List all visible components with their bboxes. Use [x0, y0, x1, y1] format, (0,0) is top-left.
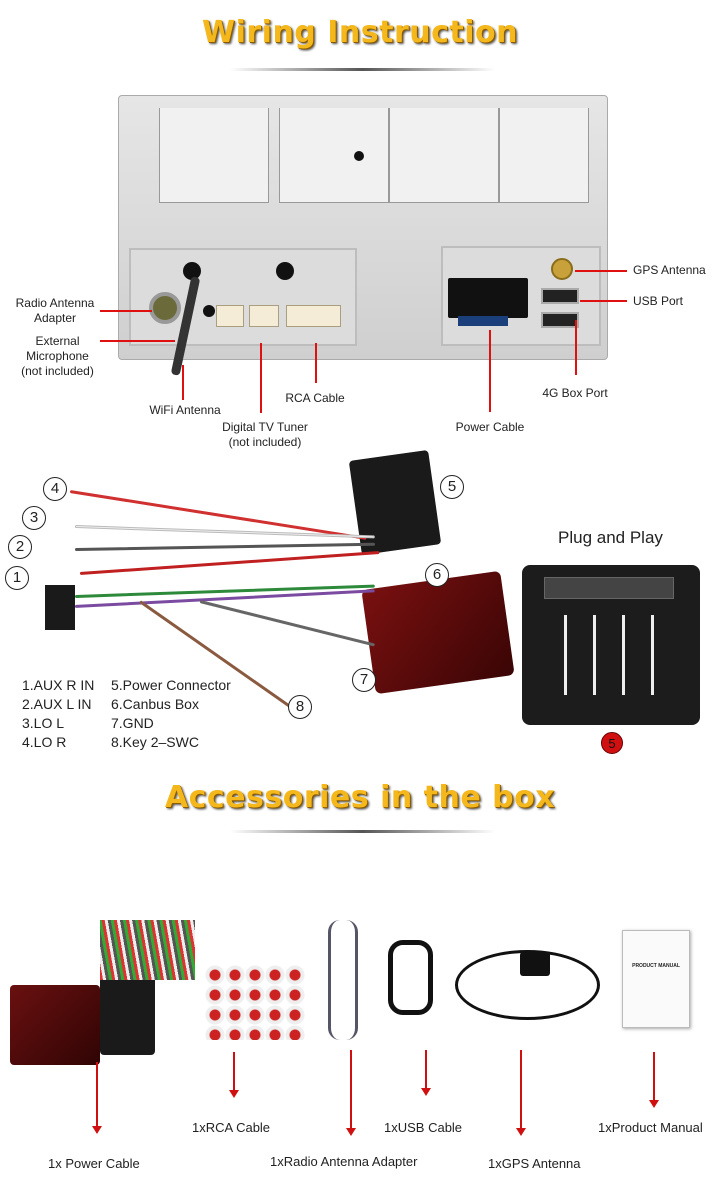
usb-port — [541, 288, 579, 304]
legend-item: 5.Power Connector — [111, 677, 231, 693]
vent-slot — [159, 108, 269, 203]
label-wifi: WiFi Antenna — [149, 403, 221, 417]
mic-jack — [203, 305, 215, 317]
manual-cover-text: PRODUCT MANUAL — [632, 963, 680, 969]
label-ext-mic-text: External Microphone — [26, 334, 89, 363]
power-connector-image — [100, 975, 155, 1055]
legend-right: 5.Power Connector 6.Canbus Box 7.GND 8.K… — [111, 676, 231, 752]
legend-item: 7.GND — [111, 715, 154, 731]
legend-item: 8.Key 2–SWC — [111, 734, 199, 750]
callout-4: 4 — [43, 477, 67, 501]
label-dtv-text: Digital TV Tuner — [222, 420, 308, 434]
pointer-line — [182, 365, 184, 400]
callout-3: 3 — [22, 506, 46, 530]
usb-cable-image — [388, 940, 433, 1015]
callout-2: 2 — [8, 535, 32, 559]
left-port-recess — [129, 248, 357, 346]
radio-antenna-adapter-image — [328, 920, 358, 1040]
gps-antenna-image — [455, 950, 600, 1020]
hole — [276, 262, 294, 280]
label-ext-mic: External Microphone(not included) — [5, 334, 110, 379]
power-cable-wires — [100, 920, 195, 980]
iso-plug — [45, 585, 75, 630]
radio-antenna-socket — [149, 292, 181, 324]
rca-cable-image — [205, 965, 305, 1040]
accessory-power-cable: 1x Power Cable — [48, 1156, 140, 1171]
pointer-line — [489, 330, 491, 412]
hole — [183, 262, 201, 280]
arrow-down-icon — [229, 1052, 239, 1098]
tv-connector — [249, 305, 279, 327]
arrow-down-icon — [346, 1050, 356, 1136]
power-socket-tab — [458, 316, 508, 326]
title-divider — [230, 830, 495, 833]
right-port-recess — [441, 246, 601, 346]
title-divider — [230, 68, 495, 71]
canbus-box-image — [10, 985, 100, 1065]
label-power: Power Cable — [455, 420, 525, 434]
wifi-connector — [216, 305, 244, 327]
canbus-box — [361, 570, 515, 695]
accessories-title: Accessories in the box — [164, 780, 556, 815]
arrow-down-icon — [92, 1062, 102, 1134]
arrow-down-icon — [649, 1052, 659, 1108]
label-dtv: Digital TV Tuner(not included) — [210, 420, 320, 450]
arrow-down-icon — [421, 1050, 431, 1096]
accessory-gps-antenna: 1xGPS Antenna — [488, 1156, 581, 1171]
pointer-line — [575, 270, 627, 272]
vent-slot — [389, 108, 499, 203]
wire — [74, 542, 375, 551]
pointer-line — [315, 343, 317, 383]
pointer-line — [100, 340, 175, 342]
callout-5: 5 — [440, 475, 464, 499]
gps-antenna-puck — [520, 952, 550, 976]
callout-8: 8 — [288, 695, 312, 719]
label-gps: GPS Antenna — [633, 263, 706, 277]
connector-pin-row — [544, 577, 674, 599]
label-usb: USB Port — [633, 294, 684, 308]
pointer-line — [260, 343, 262, 413]
pointer-line — [580, 300, 627, 302]
label-ext-mic-note: (not included) — [21, 364, 94, 378]
plug-badge: 5 — [601, 732, 623, 754]
label-dtv-note: (not included) — [228, 435, 302, 449]
plug-and-play-title: Plug and Play — [558, 528, 663, 547]
wiring-title: Wiring Instruction — [202, 15, 518, 50]
callout-6: 6 — [425, 563, 449, 587]
legend-item: 1.AUX R IN — [22, 677, 95, 693]
label-radio-antenna: Radio Antenna Adapter — [15, 296, 95, 325]
accessory-product-manual: 1xProduct Manual — [598, 1120, 703, 1135]
rca-connector — [286, 305, 341, 327]
power-socket — [448, 278, 528, 318]
vent-slot — [499, 108, 589, 203]
legend-item: 3.LO L — [22, 715, 65, 731]
label-4g-box: 4G Box Port — [542, 386, 608, 400]
legend-left: 1.AUX R IN 2.AUX L IN 3.LO L 4.LO R — [22, 676, 94, 752]
arrow-down-icon — [516, 1050, 526, 1136]
pointer-line — [100, 310, 152, 312]
connector-pins — [550, 615, 668, 695]
label-rca: RCA Cable — [285, 391, 345, 405]
head-unit-back-panel — [118, 95, 608, 376]
vent-slot — [279, 108, 389, 203]
callout-7: 7 — [352, 668, 376, 692]
wire — [199, 600, 376, 647]
callout-1: 1 — [5, 566, 29, 590]
accessory-rca-cable: 1xRCA Cable — [192, 1120, 271, 1135]
legend-item: 4.LO R — [22, 734, 67, 750]
pointer-line — [575, 320, 577, 375]
legend-item: 6.Canbus Box — [111, 696, 199, 712]
wire — [79, 551, 380, 575]
product-manual-image: PRODUCT MANUAL — [622, 930, 690, 1028]
accessory-radio-antenna-adapter: 1xRadio Antenna Adapter — [270, 1154, 418, 1169]
usb-4g-port — [541, 312, 579, 328]
screw-hole — [354, 151, 364, 161]
legend-item: 2.AUX L IN — [22, 696, 92, 712]
connector-closeup — [522, 565, 700, 725]
gps-socket — [551, 258, 573, 280]
accessory-usb-cable: 1xUSB Cable — [384, 1120, 463, 1135]
